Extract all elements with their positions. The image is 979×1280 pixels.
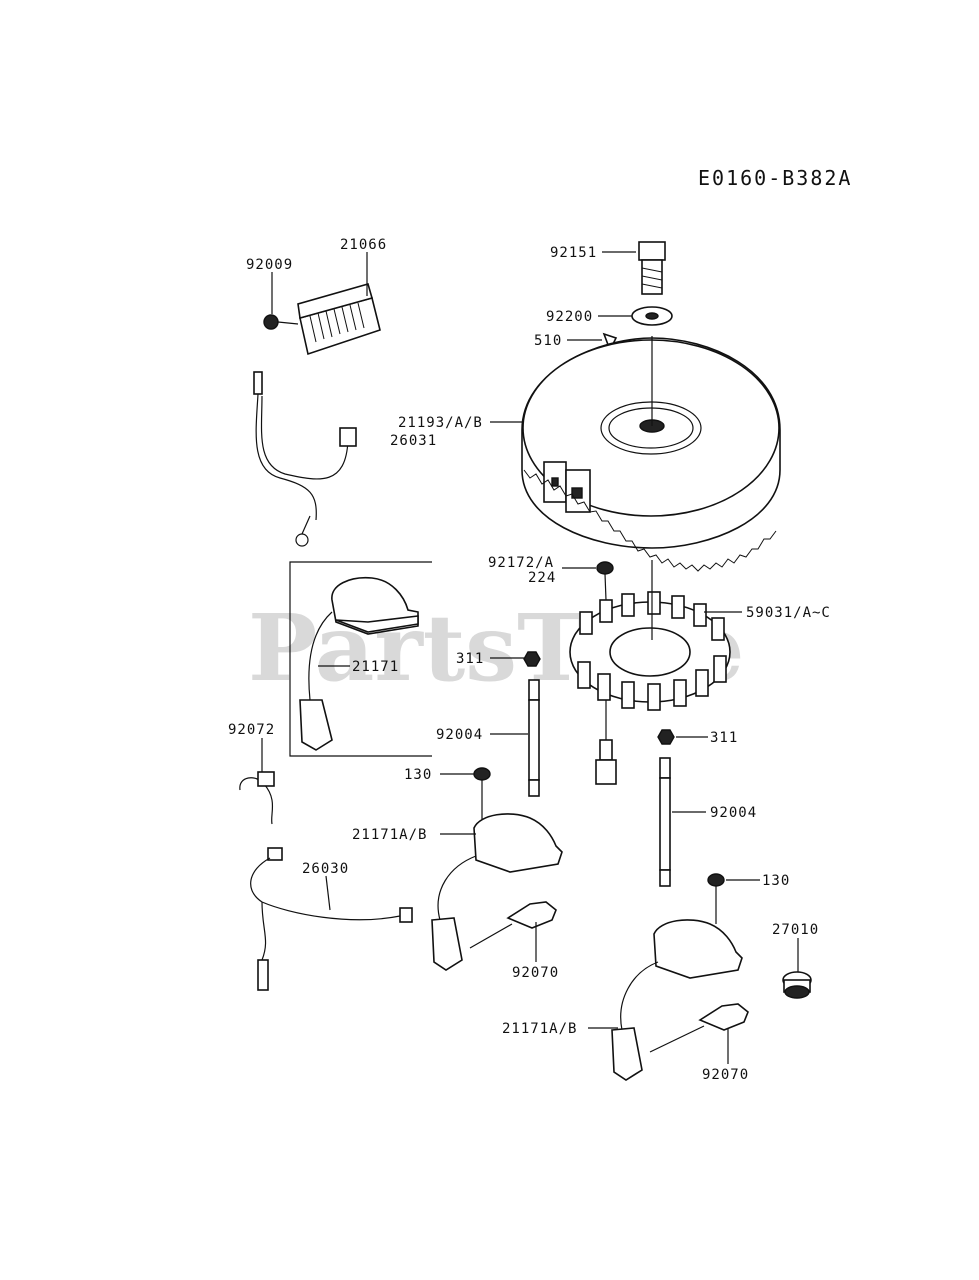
label-510: 510 (534, 333, 562, 349)
label-59031: 59031/A~C (746, 605, 831, 621)
nut-311-a (523, 651, 541, 667)
label-21171ab-b: 21171A/B (502, 1021, 577, 1037)
label-21193: 21193/A/B (398, 415, 483, 431)
label-92200: 92200 (546, 309, 593, 325)
harness-clip-92072 (239, 771, 275, 825)
regulator-harness (253, 371, 357, 547)
label-21171ab-a: 21171A/B (352, 827, 427, 843)
label-21171: 21171 (352, 659, 399, 675)
label-92172: 92172/A (488, 555, 554, 571)
label-92070-b: 92070 (702, 1067, 749, 1083)
label-311-a: 311 (456, 651, 484, 667)
label-130-b: 130 (762, 873, 790, 889)
label-224: 224 (528, 570, 556, 586)
diagram-code: E0160-B382A (698, 166, 852, 190)
washer-92200 (631, 306, 673, 326)
stud-92004-a (528, 679, 540, 797)
screw-92009 (263, 314, 299, 330)
label-92070-a: 92070 (512, 965, 559, 981)
label-92004-b: 92004 (710, 805, 757, 821)
label-92151: 92151 (550, 245, 597, 261)
flywheel-21193 (521, 336, 781, 572)
label-92009: 92009 (246, 257, 293, 273)
coil-21171ab-b (611, 919, 743, 1081)
spark-plug-92070-a (469, 901, 557, 949)
label-311-b: 311 (710, 730, 738, 746)
screw-92172 (596, 561, 614, 601)
stator-59031 (569, 560, 731, 785)
label-21066: 21066 (340, 237, 387, 253)
bolt-130-b (707, 873, 725, 924)
bolt-130-a (473, 767, 491, 820)
label-26030: 26030 (302, 861, 349, 877)
label-130-a: 130 (404, 767, 432, 783)
label-26031: 26031 (390, 433, 437, 449)
label-92004-a: 92004 (436, 727, 483, 743)
coil-box-21171 (289, 561, 432, 757)
stud-92004-b (659, 757, 671, 887)
bolt-92151 (638, 241, 666, 295)
nut-311-b (657, 729, 675, 745)
regulator-21066 (297, 283, 381, 356)
spark-plug-92070-b (649, 1003, 749, 1053)
label-92072: 92072 (228, 722, 275, 738)
leader-lines (261, 251, 799, 1064)
label-27010: 27010 (772, 922, 819, 938)
lead-wire-26030 (250, 847, 413, 991)
coil-21171ab-a (431, 813, 563, 971)
switch-27010 (782, 971, 812, 999)
